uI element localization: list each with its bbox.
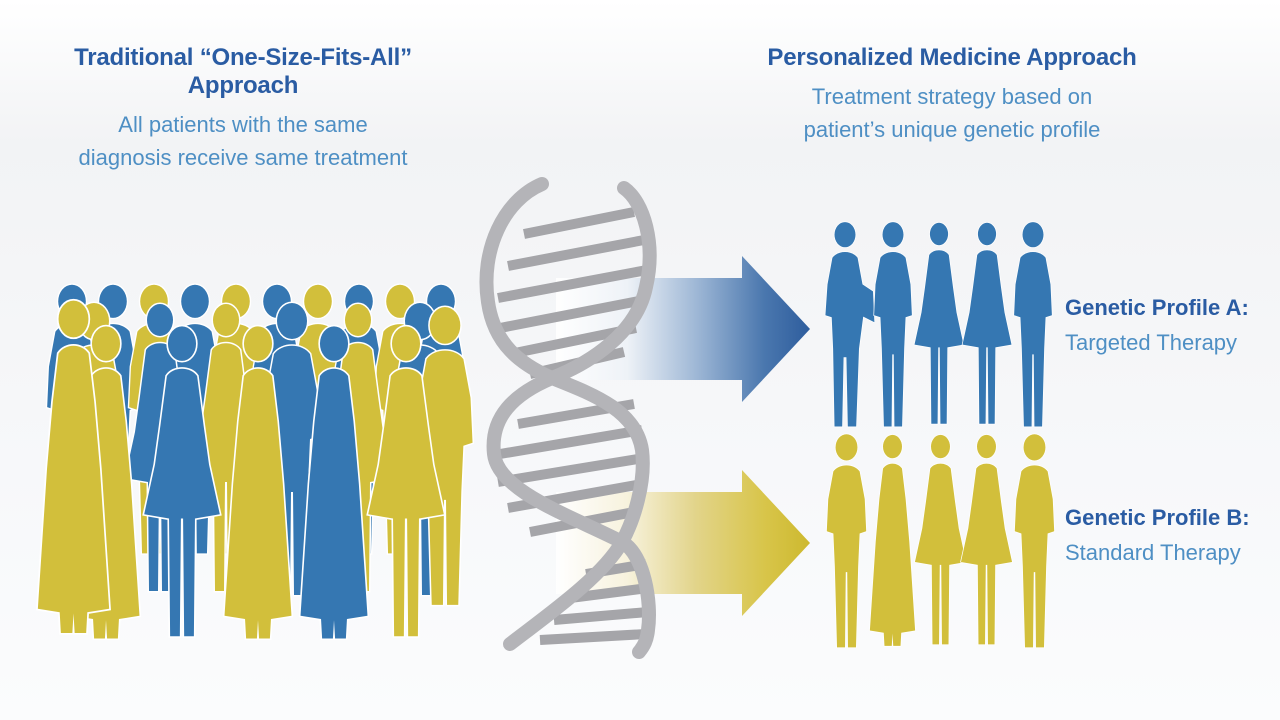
dna-double-helix-icon	[479, 177, 657, 659]
blue-gradient-arrow-icon	[556, 256, 810, 402]
personalized-approach-header: Personalized Medicine Approach Treatment…	[737, 44, 1167, 146]
profile-b-name: Genetic Profile B:	[1065, 505, 1250, 530]
person-silhouette	[914, 434, 967, 646]
traditional-subtitle-line1: All patients with the same	[118, 112, 368, 137]
traditional-title: Traditional “One-Size-Fits-All” Approach	[74, 44, 412, 99]
personalized-title: Personalized Medicine Approach	[767, 44, 1137, 71]
mixed-patient-crowd-silhouette	[36, 283, 475, 641]
person-silhouette	[826, 433, 867, 649]
person-silhouette	[824, 221, 876, 428]
profile-b-therapy: Standard Therapy	[1065, 540, 1241, 565]
person-silhouette	[1013, 221, 1053, 428]
arrow-right-shape	[556, 256, 810, 402]
genetic-profile-b-label: Genetic Profile B: Standard Therapy	[1065, 500, 1280, 570]
dna-strands	[479, 177, 657, 659]
personalized-subtitle-line1: Treatment strategy based on	[811, 84, 1093, 109]
person-silhouette	[869, 434, 916, 647]
person-silhouette	[961, 222, 1013, 425]
profile-a-therapy: Targeted Therapy	[1065, 330, 1238, 355]
yellow-gradient-arrow-icon	[556, 470, 810, 616]
traditional-subtitle-line2: diagnosis receive same treatment	[78, 145, 408, 170]
yellow-patient-group-silhouette	[826, 433, 1055, 649]
person-silhouette	[873, 221, 913, 428]
genetic-profile-a-label: Genetic Profile A: Targeted Therapy	[1065, 290, 1280, 360]
person-silhouette	[960, 434, 1013, 646]
personalized-subtitle-line2: patient’s unique genetic profile	[803, 117, 1101, 142]
personalized-subtitle: Treatment strategy based on patient’s un…	[737, 80, 1167, 146]
traditional-approach-header: Traditional “One-Size-Fits-All” Approach…	[28, 44, 458, 174]
blue-patient-group-silhouette	[824, 221, 1053, 428]
profile-a-name: Genetic Profile A:	[1065, 295, 1249, 320]
traditional-subtitle: All patients with the same diagnosis rec…	[28, 108, 458, 174]
person-silhouette	[913, 222, 965, 425]
arrow-right-shape	[556, 470, 810, 616]
person-silhouette	[1014, 433, 1055, 649]
